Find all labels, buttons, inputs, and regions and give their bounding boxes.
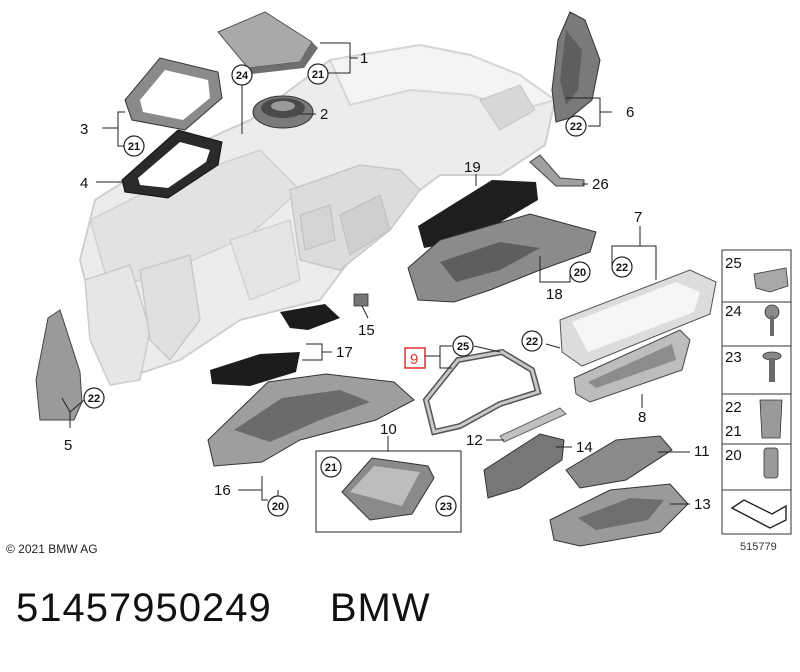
copyright-text: © 2021 BMW AG (6, 542, 98, 556)
part-6-side-panel (551, 11, 601, 123)
leader-lines (61, 42, 690, 505)
callouts: 1 2 3 4 5 6 7 8 9 10 11 12 13 14 15 16 1… (64, 50, 711, 513)
callout-6: 6 (626, 104, 634, 121)
part-9-instrument-cover (422, 348, 542, 436)
circle-ref-22a: 22 (83, 387, 105, 409)
callout-16: 16 (214, 482, 231, 499)
callout-11: 11 (694, 443, 710, 460)
callout-5: 5 (64, 437, 72, 454)
reference-number: 515779 (740, 541, 777, 553)
part-14-lid (483, 433, 565, 499)
svg-text:25: 25 (457, 341, 469, 353)
circle-ref-20a: 20 (569, 261, 591, 283)
circled-refs: 21 24 21 22 22 22 20 25 22 21 23 20 (83, 63, 633, 517)
svg-text:24: 24 (236, 70, 249, 82)
callout-1: 1 (360, 50, 368, 67)
callout-4: 4 (80, 175, 88, 192)
part-4-frame (121, 129, 223, 199)
callout-17: 17 (336, 344, 353, 361)
callout-9-highlight (404, 347, 426, 369)
part-5-side-panel (35, 309, 83, 421)
svg-text:22: 22 (526, 336, 538, 348)
circle-ref-22c: 22 (611, 256, 633, 278)
part-2-vent (252, 95, 314, 129)
legend-item-23: 23 (725, 349, 742, 366)
part-13-trim (549, 483, 689, 547)
legend-item-22: 22 (725, 399, 742, 416)
fastener-legend: 25 24 23 22 21 20 (721, 249, 792, 535)
circle-ref-21c: 21 (320, 456, 342, 478)
part-1-cover (217, 11, 318, 74)
circle-ref-24: 24 (231, 64, 253, 86)
svg-text:21: 21 (312, 69, 324, 81)
callout-13: 13 (694, 496, 711, 513)
circle-ref-22d: 22 (521, 330, 543, 352)
svg-text:20: 20 (272, 501, 284, 513)
svg-text:21: 21 (128, 141, 140, 153)
part-16-carrier (207, 373, 415, 467)
svg-text:22: 22 (616, 262, 628, 274)
svg-text:21: 21 (325, 462, 337, 474)
circle-ref-23: 23 (435, 495, 457, 517)
part-8-trim (573, 329, 691, 403)
svg-text:20: 20 (574, 267, 586, 279)
part-26-bracket (529, 154, 585, 187)
svg-text:22: 22 (570, 121, 582, 133)
callout-8: 8 (638, 409, 646, 426)
part-15-clip (353, 293, 369, 307)
svg-text:23: 23 (440, 501, 452, 513)
callout-7: 7 (634, 209, 642, 226)
callout-2: 2 (320, 106, 328, 123)
circle-ref-22b: 22 (565, 115, 587, 137)
legend-item-21: 21 (725, 423, 742, 440)
svg-text:22: 22 (88, 393, 100, 405)
part-3-frame (124, 57, 223, 131)
callout-15: 15 (358, 322, 375, 339)
part-17-mat (210, 304, 340, 386)
legend-item-20: 20 (725, 447, 742, 464)
glovebox-inset (315, 450, 462, 533)
part-footer: 51457950249 BMW (16, 586, 431, 631)
legend-item-25: 25 (725, 255, 742, 272)
part-19-insulation (418, 180, 538, 248)
circle-ref-21b: 21 (123, 135, 145, 157)
callout-19: 19 (464, 159, 481, 176)
callout-12: 12 (466, 432, 483, 449)
callout-14: 14 (576, 439, 593, 456)
circle-ref-25: 25 (452, 335, 474, 357)
callout-10: 10 (380, 421, 397, 438)
dashboard-body (78, 43, 558, 386)
callout-3: 3 (80, 121, 88, 138)
circle-ref-20b: 20 (267, 495, 289, 517)
part-11-trim (565, 435, 673, 489)
callout-26: 26 (592, 176, 609, 193)
part-12-trim-strip (499, 407, 567, 443)
part-7-trim (559, 269, 717, 367)
part-18-carrier (407, 213, 597, 303)
callout-9: 9 (410, 351, 418, 368)
circle-ref-21a: 21 (307, 63, 329, 85)
brand-name: BMW (329, 586, 431, 630)
callout-18: 18 (546, 286, 563, 303)
legend-item-24: 24 (725, 303, 742, 320)
part-number: 51457950249 (16, 586, 272, 630)
